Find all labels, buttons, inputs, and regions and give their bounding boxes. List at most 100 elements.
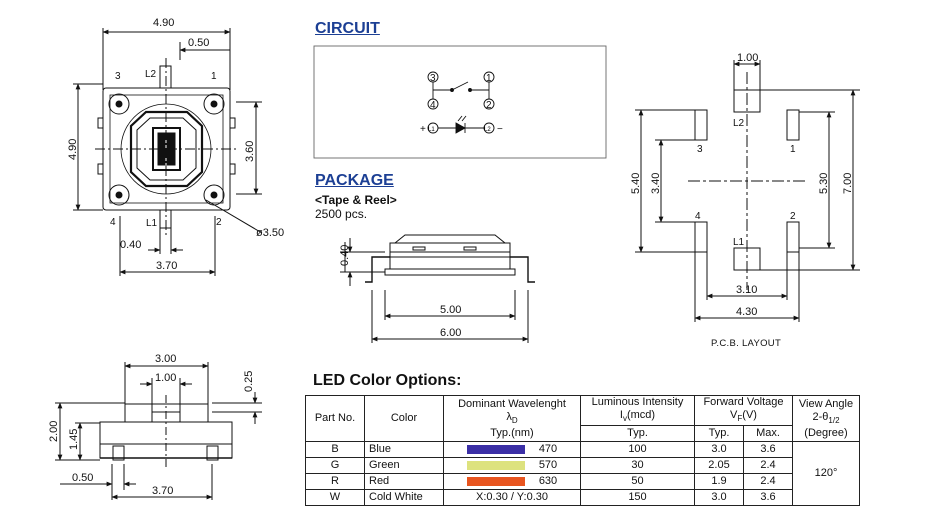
circuit-labels: 3 1 4 2 + L1 L2 −	[420, 73, 503, 135]
package-labels: 0.40 5.00 6.00	[339, 245, 461, 339]
dim-bottom-offset: 0.40	[120, 239, 141, 251]
package-quantity: 2500 pcs.	[315, 207, 368, 221]
col-header-voltage: Forward Voltage VF(V)	[694, 394, 793, 427]
vf-max-cell: 2.4	[743, 473, 793, 491]
circuit-l1: L1	[428, 127, 435, 133]
circuit-plus: +	[420, 124, 426, 135]
pin-2-label: 2	[216, 217, 222, 228]
col-header-part: Part No.	[305, 394, 365, 443]
dim-hole-diameter: ø3.50	[256, 227, 284, 239]
circuit-diagram	[313, 45, 607, 159]
color-swatch	[466, 444, 525, 454]
table-row: G Green 570 30 2.05 2.4	[305, 457, 860, 475]
pcb-pad-l2-label: L2	[733, 118, 745, 129]
part-cell: R	[305, 473, 365, 491]
color-swatch	[466, 476, 525, 486]
wavelength-symbol: λD	[448, 411, 576, 427]
pin-l1-label: L1	[146, 218, 158, 229]
side-view-labels: 3.00 1.00 2.00 1.45 0.25 0.50 3.70	[48, 353, 255, 497]
col-header-angle: View Angle 2-θ1/2 (Degree)	[792, 394, 860, 443]
wavelength-sym: λ	[506, 410, 512, 423]
dim-side-height-body: 1.45	[68, 429, 80, 450]
led-options-title: LED Color Options:	[313, 372, 462, 389]
pcb-labels: 1.00 5.40 3.40 5.30 7.00 3.10 4.30 L2 3 …	[630, 52, 854, 318]
dim-inner-height: 3.60	[244, 141, 256, 162]
color-cell: Blue	[364, 441, 444, 459]
wavelength-cell: 470	[443, 441, 581, 459]
pin-1-label: 1	[211, 71, 217, 82]
intensity-cell: 50	[580, 473, 695, 491]
color-cell: Red	[364, 473, 444, 491]
wavelength-title: Dominant Wavelenght	[458, 397, 566, 410]
part-cell: G	[305, 457, 365, 475]
dim-side-top-width: 3.00	[155, 353, 176, 365]
dim-pcb-left-outer: 5.40	[630, 173, 642, 194]
circuit-node-2: 2	[486, 100, 492, 111]
pcb-pad-3-label: 3	[697, 144, 703, 155]
dim-pcb-top: 1.00	[737, 52, 758, 64]
intensity-typ-header: Typ.	[580, 425, 695, 443]
dim-side-height-total: 2.00	[48, 421, 60, 442]
circuit-title: CIRCUIT	[315, 20, 380, 37]
dim-bottom-width: 3.70	[156, 260, 177, 272]
dim-side-foot: 0.50	[72, 472, 93, 484]
vf-max-cell: 3.6	[743, 441, 793, 459]
voltage-title: Forward Voltage	[703, 396, 784, 408]
package-drawing	[340, 234, 535, 343]
table-row: R Red 630 50 1.9 2.4	[305, 473, 860, 491]
intensity-cell: 30	[580, 457, 695, 475]
table-row: W Cold White X:0.30 / Y:0.30 150 3.0 3.6	[305, 489, 860, 507]
voltage-symbol: VF(V)	[699, 409, 788, 425]
pcb-pad-1-label: 1	[790, 144, 796, 155]
intensity-unit: (mcd)	[626, 409, 656, 421]
table-subheader-row: Typ. Typ. Max.	[306, 425, 860, 443]
vf-typ-cell: 2.05	[694, 457, 744, 475]
col-header-intensity: Luminous Intensity Iv(mcd)	[580, 394, 695, 427]
part-cell: B	[305, 441, 365, 459]
dim-pcb-left-inner: 3.40	[650, 173, 662, 194]
circuit-node-4: 4	[430, 100, 436, 111]
side-view	[55, 362, 262, 500]
color-cell: Green	[364, 457, 444, 475]
dim-pcb-w-inner: 3.10	[736, 284, 757, 296]
vf-max-cell: 3.6	[743, 489, 793, 507]
dim-height-left: 4.90	[67, 139, 79, 160]
part-cell: W	[305, 489, 365, 507]
pcb-pad-l1-label: L1	[733, 237, 745, 248]
pin-3-label: 3	[115, 71, 121, 82]
vf-max-header: Max.	[743, 425, 793, 443]
pcb-layout	[635, 60, 860, 322]
wavelength-value: 570	[538, 459, 558, 472]
dim-offset: 0.50	[188, 37, 209, 49]
angle-sym: 2-θ	[812, 410, 829, 423]
wavelength-value: 470	[538, 443, 558, 456]
vf-typ-cell: 1.9	[694, 473, 744, 491]
dim-pcb-right-outer: 7.00	[842, 173, 854, 194]
color-cell: Cold White	[364, 489, 444, 507]
circuit-node-3: 3	[430, 73, 436, 84]
dim-side-bottom-width: 3.70	[152, 485, 173, 497]
wavelength-cell: 570	[443, 457, 581, 475]
angle-symbol: 2-θ1/2	[797, 411, 855, 427]
intensity-title: Luminous Intensity	[591, 396, 684, 408]
pcb-pad-2-label: 2	[790, 211, 796, 222]
top-view-labels: 4.90 0.50 4.90 3.60 3.70 0.40 ø3.50 3 L2…	[67, 17, 284, 272]
vf-max-cell: 2.4	[743, 457, 793, 475]
dim-pcb-w-outer: 4.30	[736, 306, 757, 318]
angle-unit: (Degree)	[804, 426, 848, 439]
vf-typ-cell: 3.0	[694, 441, 744, 459]
wavelength-value: 630	[538, 475, 558, 488]
angle-title: View Angle	[798, 397, 854, 410]
led-color-table: Part No. Color Dominant Wavelenght λD Ty…	[305, 394, 860, 507]
pin-4-label: 4	[110, 217, 116, 228]
dim-width-top: 4.90	[153, 17, 174, 29]
pin-l2-label: L2	[145, 69, 157, 80]
intensity-symbol: Iv(mcd)	[585, 409, 690, 425]
pcb-pad-4-label: 4	[695, 211, 701, 222]
table-header-row: Part No. Color Dominant Wavelenght λD Ty…	[305, 394, 860, 443]
dim-side-inner: 1.00	[155, 372, 176, 384]
pcb-caption: P.C.B. LAYOUT	[711, 338, 782, 349]
col-header-color: Color	[364, 394, 444, 443]
top-view	[73, 28, 263, 276]
dim-pcb-right-inner: 5.30	[818, 173, 830, 194]
